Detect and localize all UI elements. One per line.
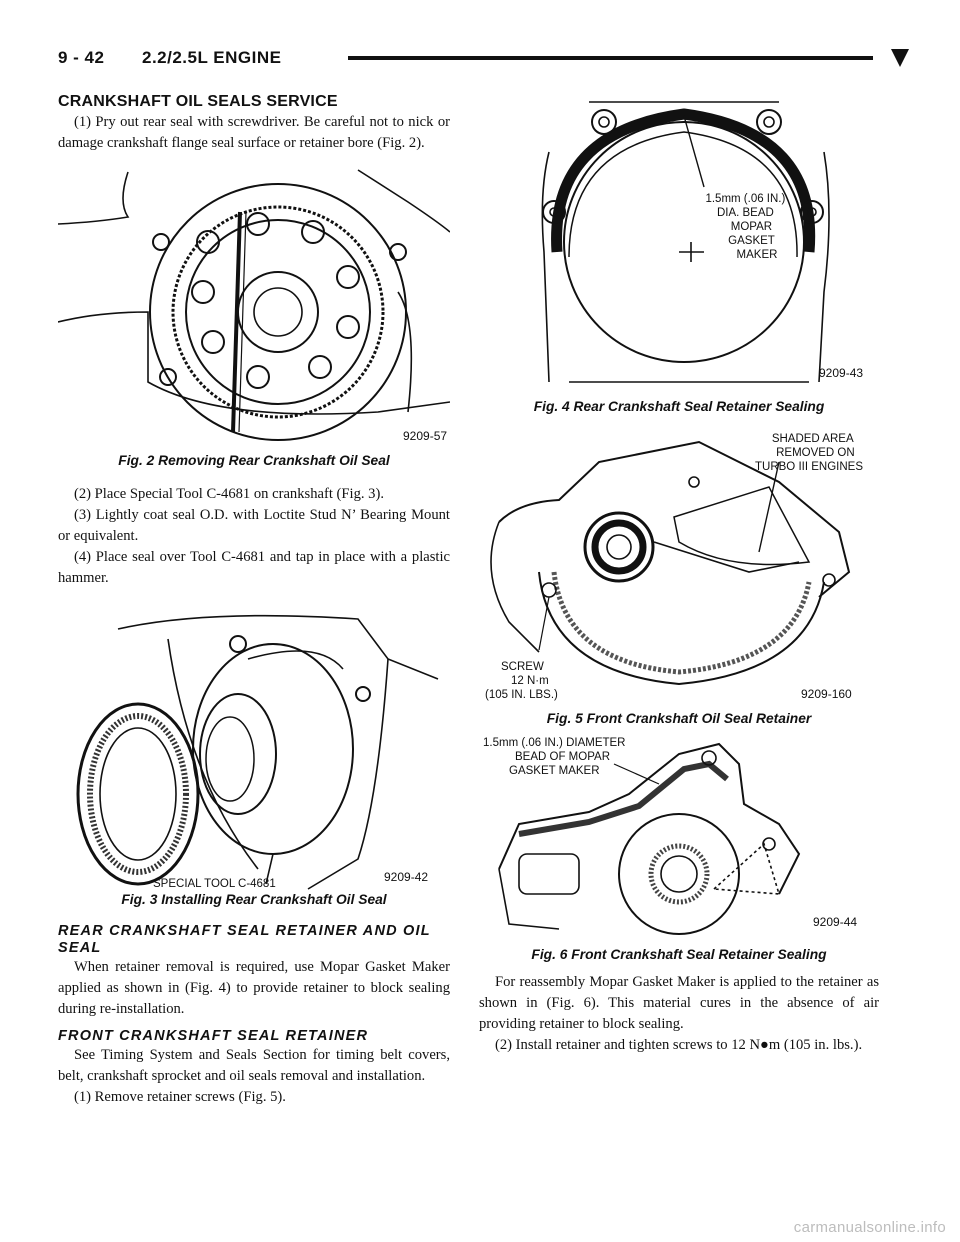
fig5-shaded-line-1: SHADED AREA bbox=[772, 433, 854, 445]
fig5-code: 9209-160 bbox=[801, 687, 852, 701]
paragraph-step-1: (1) Pry out rear seal with screwdriver. … bbox=[58, 114, 450, 151]
paragraph-reassembly: For reassembly Mopar Gasket Maker is app… bbox=[479, 974, 879, 1032]
fig3-tool-label: SPECIAL TOOL C-4681 bbox=[153, 878, 276, 890]
fig4-label-line-1: 1.5mm (.06 IN.) bbox=[705, 193, 785, 205]
subsection-front-retainer: FRONT CRANKSHAFT SEAL RETAINER bbox=[58, 1028, 369, 1044]
figure-6: 1.5mm (.06 IN.) DIAMETER BEAD OF MOPAR G… bbox=[479, 734, 879, 964]
watermark: carmanualsonline.info bbox=[793, 1219, 946, 1236]
fig6-bead-label: 1.5mm (.06 IN.) DIAMETER BEAD OF MOPAR G… bbox=[483, 737, 629, 777]
page-number: 9 - 42 bbox=[58, 48, 105, 67]
fig5-screw-line-3: (105 IN. LBS.) bbox=[485, 689, 558, 701]
fig6-code: 9209-44 bbox=[813, 915, 857, 929]
section-title: CRANKSHAFT OIL SEALS SERVICE bbox=[58, 93, 338, 110]
figure-5: SHADED AREA REMOVED ON TURBO III ENGINES… bbox=[479, 422, 879, 728]
figure-2: 9209-57 Fig. 2 Removing Rear Crankshaft … bbox=[58, 162, 450, 470]
header-rule bbox=[348, 56, 873, 60]
fig2-code: 9209-57 bbox=[403, 429, 447, 443]
fig6-label-line-1: 1.5mm (.06 IN.) DIAMETER bbox=[483, 737, 626, 749]
paragraph-install-retainer: (2) Install retainer and tighten screws … bbox=[495, 1037, 863, 1053]
paragraph-step-2: (2) Place Special Tool C-4681 on cranksh… bbox=[74, 486, 384, 502]
fig5-screw-label: SCREW 12 N·m (105 IN. LBS.) bbox=[485, 661, 558, 701]
fig5-shaded-line-3: TURBO III ENGINES bbox=[755, 461, 863, 473]
left-column: CRANKSHAFT OIL SEALS SERVICE (1) Pry out… bbox=[58, 92, 450, 1108]
fig4-label-line-4: GASKET bbox=[728, 235, 775, 247]
paragraph-rear-retainer: When retainer removal is required, use M… bbox=[58, 959, 450, 1017]
fig5-screw-line-2: 12 N·m bbox=[511, 675, 549, 687]
figure-3: SPECIAL TOOL C-4681 9209-42 Fig. 3 Insta… bbox=[58, 599, 450, 909]
fig6-caption: Fig. 6 Front Crankshaft Seal Retainer Se… bbox=[531, 947, 827, 962]
fig4-illustration: 1.5mm (.06 IN.) DIA. BEAD MOPAR GASKET M… bbox=[541, 101, 863, 383]
paragraph-step-4: (4) Place seal over Tool C-4681 and tap … bbox=[58, 549, 450, 586]
fig4-label-line-2: DIA. BEAD bbox=[717, 207, 774, 219]
fig5-shaded-line-2: REMOVED ON bbox=[776, 447, 855, 459]
fig5-shaded-label: SHADED AREA REMOVED ON TURBO III ENGINES bbox=[755, 433, 863, 473]
paragraph-front-retainer: See Timing System and Seals Section for … bbox=[58, 1047, 450, 1084]
down-triangle-icon bbox=[891, 49, 909, 67]
header-title: 2.2/2.5L ENGINE bbox=[142, 48, 282, 67]
fig4-bead-label: 1.5mm (.06 IN.) DIA. BEAD MOPAR GASKET M… bbox=[705, 193, 788, 261]
paragraph-remove-screws: (1) Remove retainer screws (Fig. 5). bbox=[74, 1089, 286, 1105]
fig6-illustration: 1.5mm (.06 IN.) DIAMETER BEAD OF MOPAR G… bbox=[483, 737, 857, 935]
fig6-label-line-2: BEAD OF MOPAR bbox=[515, 751, 610, 763]
fig4-label-line-3: MOPAR bbox=[731, 221, 772, 233]
fig3-illustration: SPECIAL TOOL C-4681 9209-42 bbox=[76, 614, 439, 890]
fig5-caption: Fig. 5 Front Crankshaft Oil Seal Retaine… bbox=[546, 711, 812, 726]
fig2-caption: Fig. 2 Removing Rear Crankshaft Oil Seal bbox=[118, 453, 390, 468]
fig4-label-line-5: MAKER bbox=[737, 249, 778, 261]
fig4-caption: Fig. 4 Rear Crankshaft Seal Retainer Sea… bbox=[533, 399, 825, 414]
right-column: 1.5mm (.06 IN.) DIA. BEAD MOPAR GASKET M… bbox=[479, 92, 879, 1056]
fig2-illustration: 9209-57 bbox=[58, 169, 450, 443]
fig4-code: 9209-43 bbox=[819, 366, 863, 380]
paragraph-step-3: (3) Lightly coat seal O.D. with Loctite … bbox=[58, 507, 450, 544]
subsection-rear-retainer: REAR CRANKSHAFT SEAL RETAINER AND OIL SE… bbox=[58, 923, 431, 956]
fig5-illustration: SHADED AREA REMOVED ON TURBO III ENGINES… bbox=[485, 433, 863, 701]
fig6-label-line-3: GASKET MAKER bbox=[509, 765, 600, 777]
page-header: 9 - 42 2.2/2.5L ENGINE bbox=[58, 48, 913, 74]
fig3-caption: Fig. 3 Installing Rear Crankshaft Oil Se… bbox=[121, 892, 387, 907]
fig5-screw-line-1: SCREW bbox=[501, 661, 544, 673]
fig3-code: 9209-42 bbox=[384, 870, 428, 884]
figure-4: 1.5mm (.06 IN.) DIA. BEAD MOPAR GASKET M… bbox=[479, 92, 879, 416]
